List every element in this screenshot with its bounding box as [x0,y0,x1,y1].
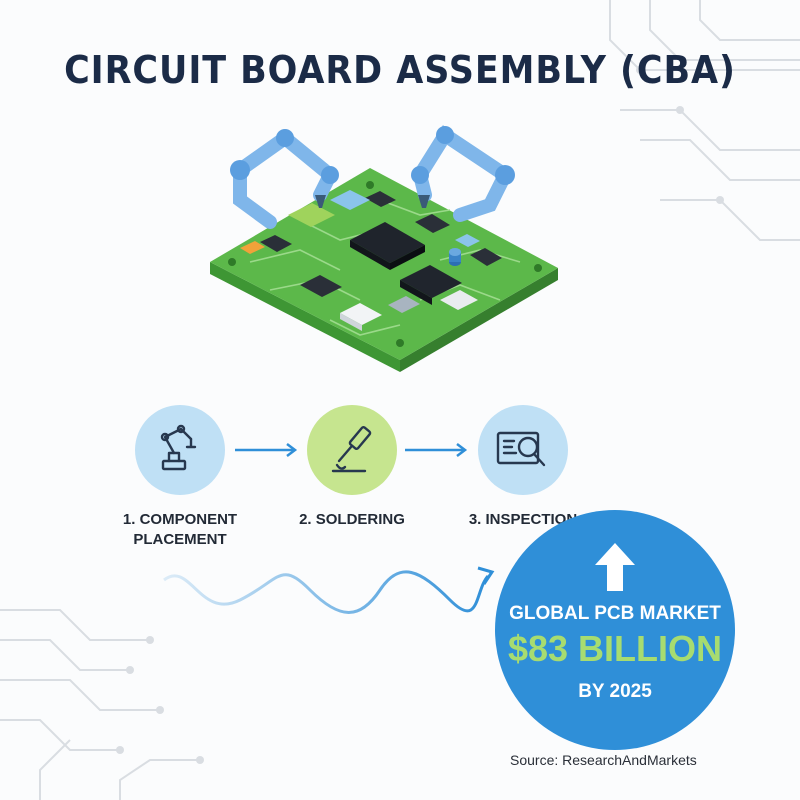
main-chip [350,222,425,270]
step-label-soldering: 2. SOLDERING [282,510,422,530]
soldering-iron-icon [331,425,372,473]
step-placement-circle [135,405,225,495]
source-note: Source: ResearchAndMarkets [510,752,697,768]
step-label-line: PLACEMENT [133,531,227,548]
arrow-step1-to-step2 [235,443,298,457]
market-year: BY 2025 [578,681,652,702]
robot-arm-right [412,125,512,222]
arrow-step2-to-step3 [405,443,468,457]
step-label-line: 1. COMPONENT [122,511,238,528]
magnifier-inspection-icon [496,431,546,467]
step-label-line: 3. INSPECTION [468,511,578,528]
step-label-line: 2. SOLDERING [299,511,405,528]
growth-wave-arrow [163,566,495,614]
up-arrow-icon [595,543,635,591]
step-inspection-circle [478,405,568,495]
market-label: GLOBAL PCB MARKET [509,603,721,624]
robot-arm-icon [160,424,197,471]
step-label-inspection: 3. INSPECTION [453,510,593,530]
step-soldering-circle [307,405,397,495]
step-label-placement: 1. COMPONENT PLACEMENT [110,510,250,550]
market-value: $83 BILLION [507,628,723,669]
page-title: CIRCUIT BOARD ASSEMBLY (CBA) [64,48,736,92]
